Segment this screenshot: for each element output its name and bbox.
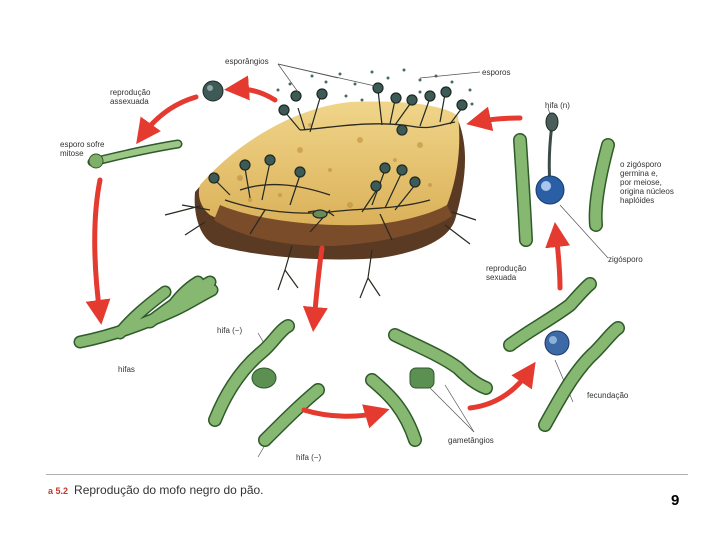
- label-reproducao-sexuada: reprodução sexuada: [486, 264, 527, 282]
- label-zigosporo-germina: o zigósporo germina e, por meiose, origi…: [620, 160, 674, 205]
- label-reproducao-assexuada: reprodução assexuada: [110, 88, 151, 106]
- hyphae-pair-approaching: [208, 319, 325, 447]
- germinating-spore: [87, 139, 183, 169]
- caption-divider: [46, 474, 688, 475]
- page-number: 9: [671, 492, 680, 509]
- label-hifas: hifas: [118, 365, 135, 374]
- figure-caption: a 5.2 Reprodução do mofo negro do pão.: [48, 483, 264, 497]
- label-hifa-menos-top: hifa (−): [217, 326, 242, 335]
- zygospore-germinating: [513, 112, 615, 247]
- label-esporos: esporos: [482, 68, 510, 77]
- label-hifa-menos-bottom: hifa (−): [296, 453, 321, 462]
- released-spore: [202, 80, 224, 102]
- label-hifa-n: hifa (n): [545, 101, 570, 110]
- label-fecundacao: fecundação: [587, 391, 629, 400]
- caption-text: Reprodução do mofo negro do pão.: [74, 483, 264, 497]
- diagram-labels: esporângios esporos hifa (n) zigósporo h…: [118, 57, 643, 462]
- hyphae-branching: [73, 275, 219, 349]
- fecundation-pair: [503, 277, 625, 432]
- floating-spores: [276, 68, 474, 106]
- gametangia-pair: [365, 328, 493, 447]
- sporangia-cluster: [208, 82, 468, 219]
- label-zigosporo: zigósporo: [608, 255, 643, 264]
- label-gametangios: gametângios: [448, 436, 494, 445]
- figure-number: a 5.2: [48, 486, 69, 496]
- bread-slice: [164, 101, 477, 299]
- cycle-arrows: [85, 75, 571, 429]
- label-esporangios: esporângios: [225, 57, 269, 66]
- label-esporo-sofre-mitose: esporo sofre mitose: [60, 140, 105, 158]
